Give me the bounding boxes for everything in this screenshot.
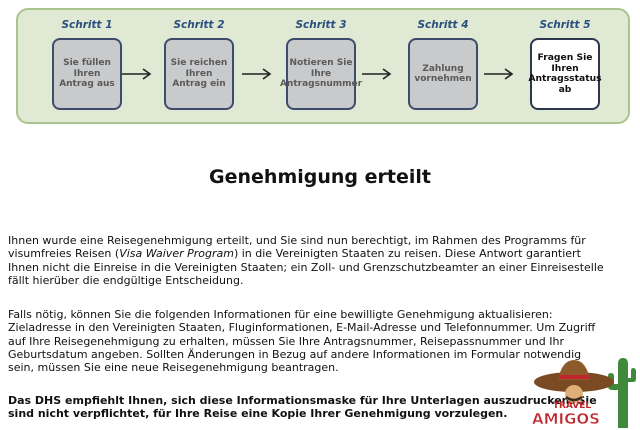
right-arrow-icon <box>484 68 514 80</box>
step-3-box: Notieren Sie Ihre Antragsnummer <box>280 38 362 110</box>
program-name: Visa Waiver Program <box>119 247 234 261</box>
step-2: Schritt 2 Sie reichen Ihren Antrag ein <box>160 18 238 110</box>
approval-text-start: Ihnen wurde eine Reisegenehmigung erteil… <box>8 234 586 261</box>
right-arrow-icon <box>362 68 392 80</box>
progress-steps-panel: Schritt 1 Sie füllen Ihren Antrag aus Sc… <box>16 8 630 124</box>
right-arrow-icon <box>242 68 272 80</box>
step-2-box: Sie reichen Ihren Antrag ein <box>164 38 234 110</box>
print-recommendation-paragraph: Das DHS empfiehlt Ihnen, sich diese Info… <box>8 394 597 421</box>
step-3: Schritt 3 Notieren Sie Ihre Antragsnumme… <box>280 18 362 110</box>
update-info-paragraph: Falls nötig, können Sie die folgenden In… <box>8 308 596 375</box>
step-5-box-current: Fragen Sie Ihren Antragsstatus ab <box>528 38 602 110</box>
approval-text-end: ) in die Vereinigten Staaten zu reisen. … <box>8 247 604 287</box>
step-1-box: Sie füllen Ihren Antrag aus <box>52 38 122 110</box>
step-2-title: Schritt 2 <box>173 19 225 31</box>
page-title: Genehmigung erteilt <box>209 166 431 188</box>
step-1-title: Schritt 1 <box>61 19 113 31</box>
step-4: Schritt 4 Zahlung vornehmen <box>404 18 482 110</box>
step-5-title: Schritt 5 <box>539 19 591 31</box>
step-4-box: Zahlung vornehmen <box>408 38 478 110</box>
step-1: Schritt 1 Sie füllen Ihren Antrag aus <box>48 18 126 110</box>
step-5: Schritt 5 Fragen Sie Ihren Antragsstatus… <box>526 18 604 110</box>
step-3-title: Schritt 3 <box>295 19 347 31</box>
travel-amigos-logo: TRAVEL AMIGOS <box>532 358 636 428</box>
logo-line-1: TRAVEL <box>553 401 592 411</box>
logo-line-2: AMIGOS <box>532 410 600 428</box>
approval-paragraph: Ihnen wurde eine Reisegenehmigung erteil… <box>8 234 608 287</box>
step-4-title: Schritt 4 <box>417 19 469 31</box>
right-arrow-icon <box>122 68 152 80</box>
